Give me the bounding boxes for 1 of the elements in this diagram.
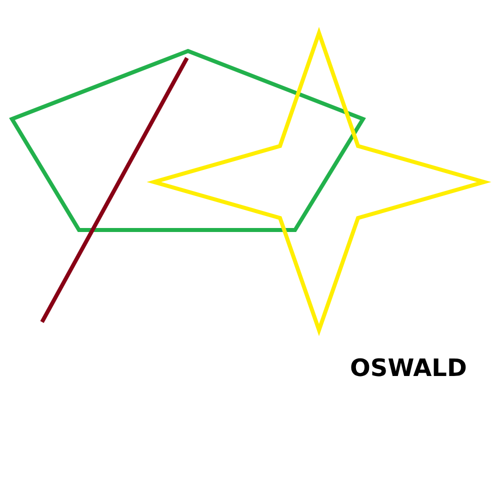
name-label: OSWALD (350, 354, 467, 382)
